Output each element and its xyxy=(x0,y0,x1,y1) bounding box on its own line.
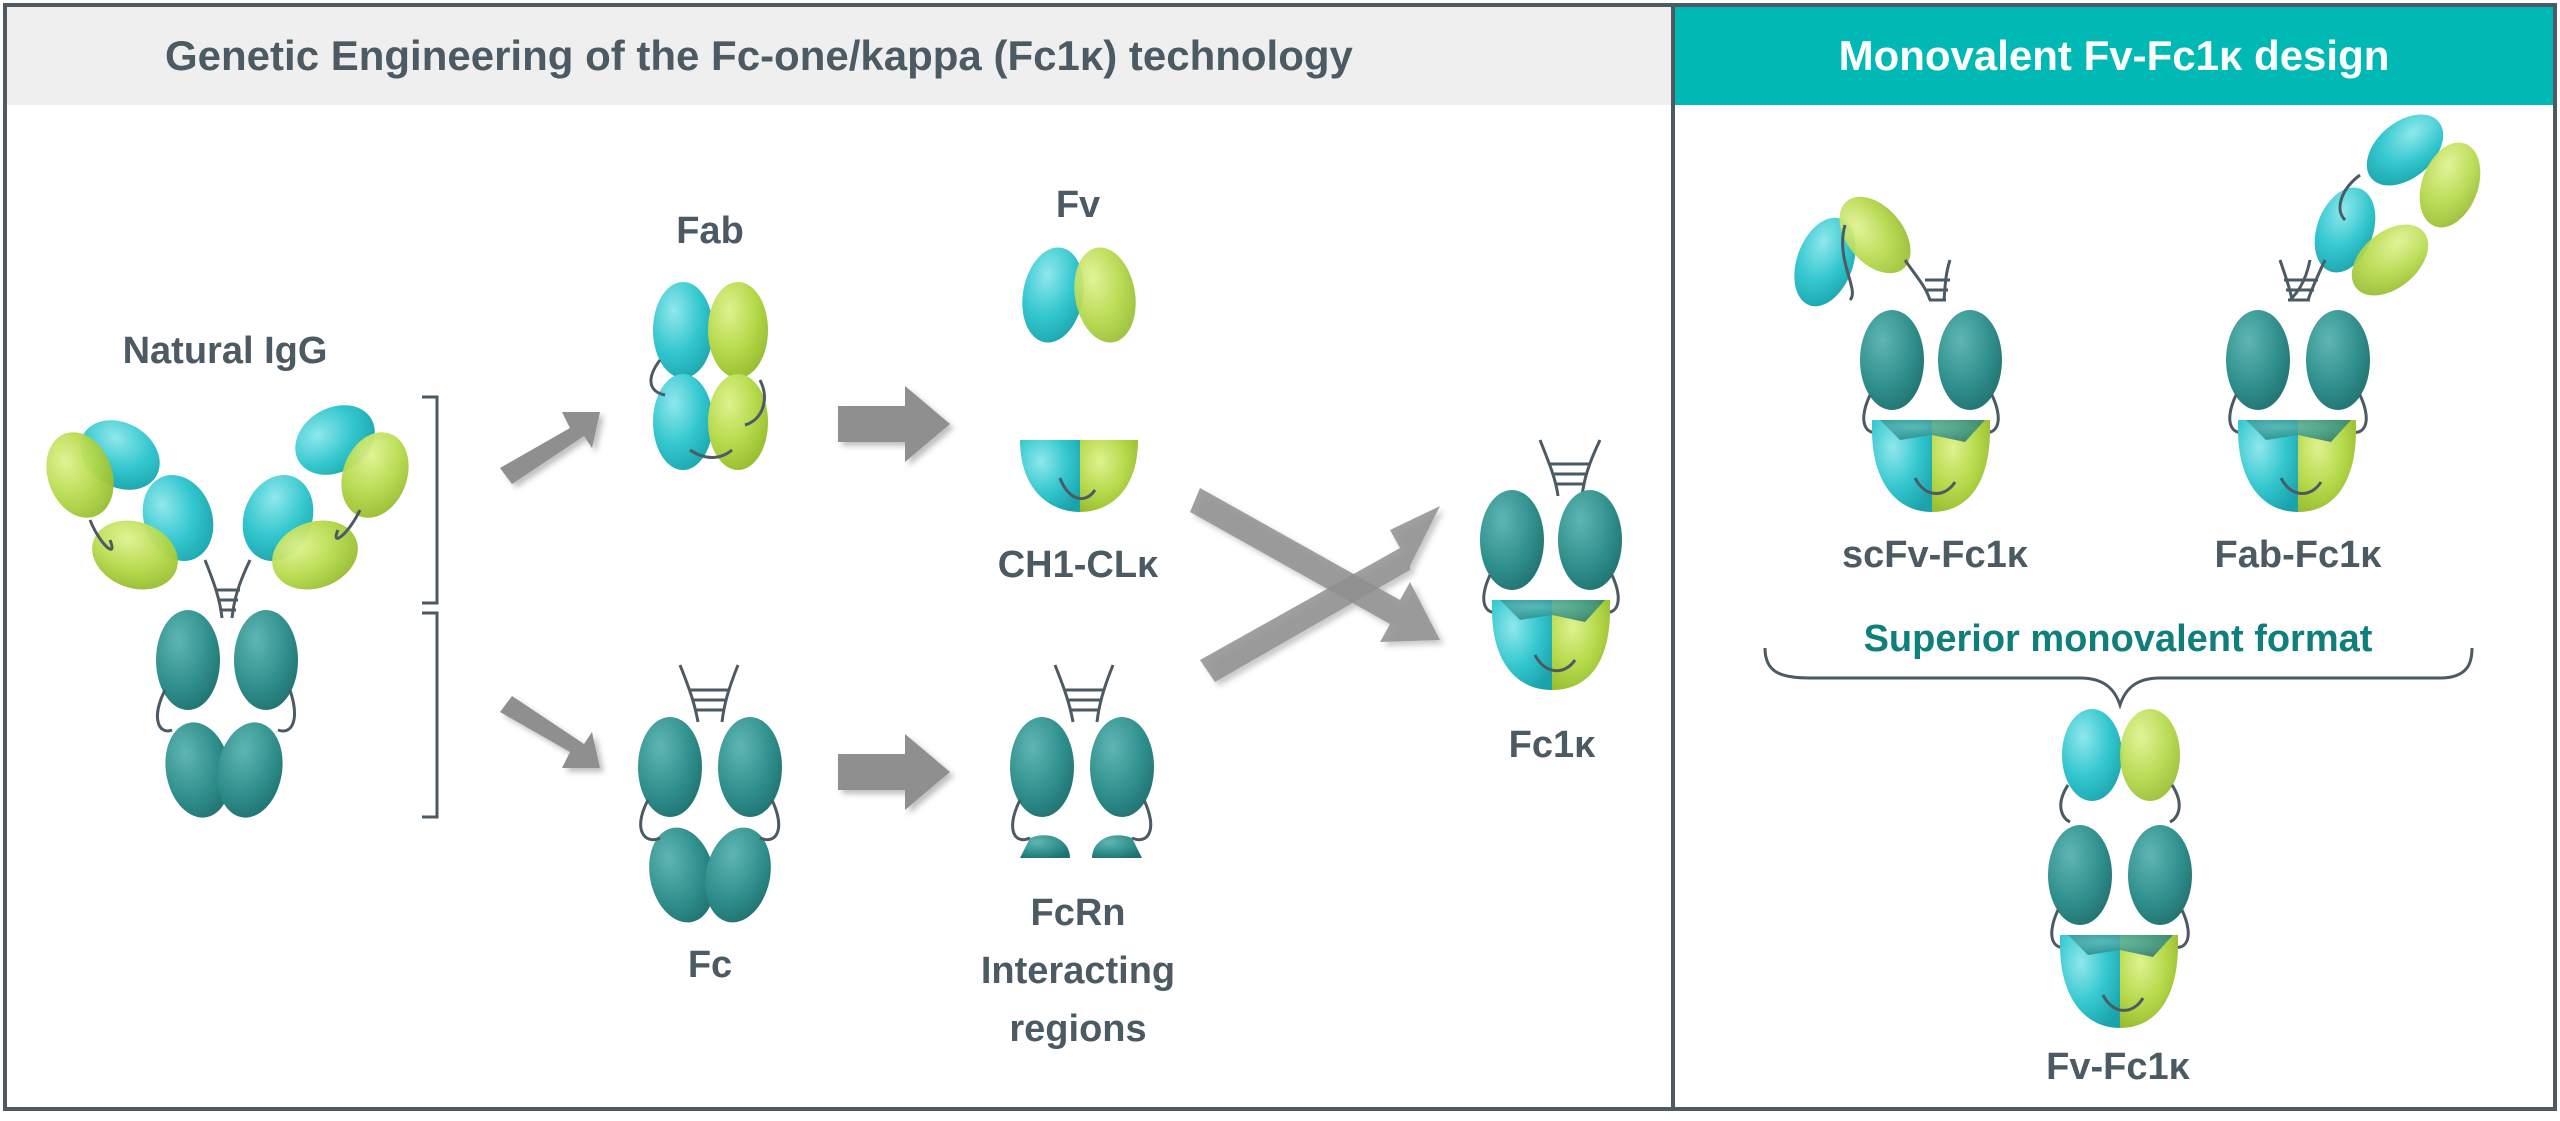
label-fcrn-line2: Interacting xyxy=(980,950,1176,992)
right-panel: Monovalent Fv-Fc1κ design xyxy=(1671,3,2557,1111)
label-superior-format: Superior monovalent format xyxy=(1863,618,2373,660)
fv-icon xyxy=(1022,247,1136,343)
arrow-fab-to-fv xyxy=(838,386,950,462)
arrow-ch1-to-fc1k xyxy=(1190,488,1440,642)
arrow-fcrn-to-fc1k xyxy=(1200,506,1440,682)
arrow-fc-to-fcrn xyxy=(838,734,950,810)
label-fc: Fc xyxy=(687,944,733,986)
label-fc1k: Fc1κ xyxy=(1508,724,1596,766)
label-natural-igg: Natural IgG xyxy=(122,330,328,372)
arrow-up-right xyxy=(500,412,600,484)
fab-fc1k-icon xyxy=(2226,114,2481,512)
scfv-fc1k-icon xyxy=(1794,196,2002,512)
fc-icon xyxy=(638,664,782,923)
label-fcrn-line3: regions xyxy=(1009,1008,1147,1050)
fcrn-icon xyxy=(1010,664,1154,858)
label-scfv-fc1k: scFv-Fc1κ xyxy=(1842,534,2028,576)
left-panel-title: Genetic Engineering of the Fc-one/kappa … xyxy=(7,7,1671,105)
fv-fc1k-icon xyxy=(2048,709,2192,1028)
bracket-lower xyxy=(422,611,439,819)
fab-icon xyxy=(649,282,768,470)
fc1k-icon xyxy=(1480,439,1622,690)
natural-igg-icon xyxy=(46,405,409,818)
ch1-cl-icon xyxy=(1020,440,1138,512)
bracket-upper xyxy=(422,395,439,605)
arrows xyxy=(500,386,1440,810)
left-panel: Genetic Engineering of the Fc-one/kappa … xyxy=(3,3,1675,1111)
right-panel-title: Monovalent Fv-Fc1κ design xyxy=(1675,7,2553,105)
label-fcrn-line1: FcRn xyxy=(1030,892,1126,934)
label-ch1-cl: CH1-CLκ xyxy=(997,544,1159,586)
curly-brace xyxy=(1763,647,2474,710)
label-fv: Fv xyxy=(1055,184,1101,226)
label-fv-fc1k: Fv-Fc1κ xyxy=(2046,1046,2190,1088)
label-fab-fc1k: Fab-Fc1κ xyxy=(2214,534,2382,576)
arrow-down-right xyxy=(500,696,600,768)
label-fab: Fab xyxy=(676,210,744,252)
